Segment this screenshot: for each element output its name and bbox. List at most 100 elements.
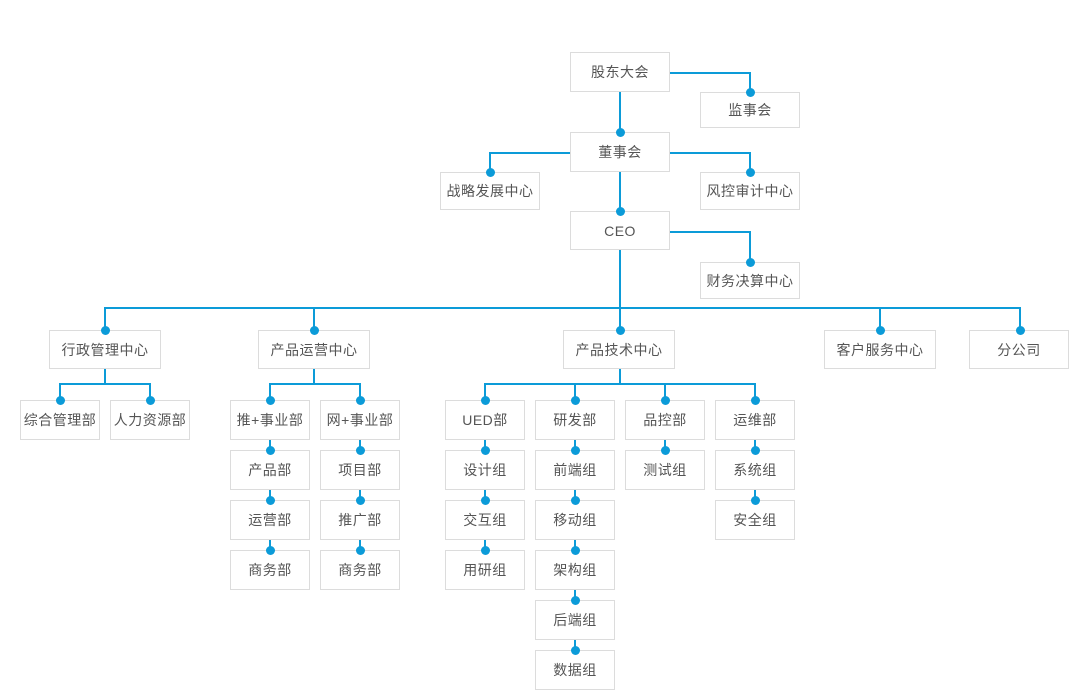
connector-dot	[615, 206, 625, 216]
org-node-n20[interactable]: 商务部	[230, 550, 310, 590]
org-node-n29[interactable]: 系统组	[715, 450, 795, 490]
connector-dot	[615, 325, 625, 335]
connector-line	[489, 152, 491, 172]
connector-line	[749, 72, 751, 92]
connector-line	[269, 383, 360, 385]
connector-line	[269, 383, 271, 400]
connector-line	[104, 307, 106, 330]
connector-dot	[355, 395, 365, 405]
connector-dot	[570, 595, 580, 605]
org-node-n13[interactable]: 人力资源部	[110, 400, 190, 440]
org-node-n5[interactable]: CEO	[570, 211, 670, 250]
connector-line	[574, 440, 576, 450]
connector-dot	[745, 167, 755, 177]
connector-dot	[309, 325, 319, 335]
connector-line	[574, 383, 576, 400]
connector-line	[574, 490, 576, 500]
org-node-n17[interactable]: 项目部	[320, 450, 400, 490]
org-node-n26[interactable]: 设计组	[445, 450, 525, 490]
org-node-n22[interactable]: UED部	[445, 400, 525, 440]
connector-line	[489, 152, 571, 154]
org-node-n24[interactable]: 品控部	[625, 400, 705, 440]
org-node-n25[interactable]: 运维部	[715, 400, 795, 440]
connector-dot	[615, 127, 625, 137]
connector-line	[484, 383, 486, 400]
connector-dot	[265, 395, 275, 405]
connector-line	[59, 383, 61, 400]
connector-line	[619, 250, 621, 307]
connector-dot	[750, 495, 760, 505]
org-node-n10[interactable]: 客户服务中心	[824, 330, 936, 369]
connector-dot	[480, 395, 490, 405]
connector-line	[619, 92, 621, 132]
connector-line	[313, 369, 315, 383]
connector-dot	[355, 495, 365, 505]
connector-dot	[480, 495, 490, 505]
connector-line	[269, 440, 271, 450]
org-node-n15[interactable]: 网+事业部	[320, 400, 400, 440]
connector-line	[754, 440, 756, 450]
connector-line	[619, 369, 621, 383]
connector-dot	[660, 445, 670, 455]
connector-line	[484, 540, 486, 550]
org-node-n3[interactable]: 战略发展中心	[440, 172, 540, 210]
org-node-n8[interactable]: 产品运营中心	[258, 330, 370, 369]
org-node-n14[interactable]: 推+事业部	[230, 400, 310, 440]
org-node-n36[interactable]: 数据组	[535, 650, 615, 690]
connector-line	[749, 231, 751, 262]
org-node-n1[interactable]: 监事会	[700, 92, 800, 128]
org-node-n21[interactable]: 商务部	[320, 550, 400, 590]
connector-line	[749, 152, 751, 172]
connector-line	[670, 72, 751, 74]
connector-line	[754, 383, 756, 400]
org-node-n4[interactable]: 风控审计中心	[700, 172, 800, 210]
org-node-n33[interactable]: 用研组	[445, 550, 525, 590]
org-node-n9[interactable]: 产品技术中心	[563, 330, 675, 369]
connector-dot	[750, 395, 760, 405]
connector-line	[59, 383, 150, 385]
org-node-n19[interactable]: 推广部	[320, 500, 400, 540]
connector-line	[619, 172, 621, 211]
connector-dot	[480, 445, 490, 455]
org-node-n31[interactable]: 移动组	[535, 500, 615, 540]
connector-dot	[1015, 325, 1025, 335]
org-node-n6[interactable]: 财务决算中心	[700, 262, 800, 299]
org-node-n35[interactable]: 后端组	[535, 600, 615, 640]
org-node-n16[interactable]: 产品部	[230, 450, 310, 490]
org-node-n23[interactable]: 研发部	[535, 400, 615, 440]
connector-line	[359, 383, 361, 400]
connector-dot	[570, 645, 580, 655]
connector-line	[574, 540, 576, 550]
org-node-n18[interactable]: 运营部	[230, 500, 310, 540]
connector-dot	[265, 495, 275, 505]
connector-line	[484, 383, 755, 385]
org-node-n32[interactable]: 安全组	[715, 500, 795, 540]
connector-dot	[480, 545, 490, 555]
connector-line	[104, 369, 106, 383]
connector-dot	[570, 495, 580, 505]
org-node-n30[interactable]: 交互组	[445, 500, 525, 540]
org-node-n28[interactable]: 测试组	[625, 450, 705, 490]
connector-line	[269, 490, 271, 500]
org-node-n12[interactable]: 综合管理部	[20, 400, 100, 440]
org-node-n2[interactable]: 董事会	[570, 132, 670, 172]
connector-line	[879, 307, 881, 330]
connector-dot	[570, 545, 580, 555]
connector-dot	[570, 445, 580, 455]
connector-line	[359, 440, 361, 450]
org-node-n11[interactable]: 分公司	[969, 330, 1069, 369]
org-node-n0[interactable]: 股东大会	[570, 52, 670, 92]
connector-dot	[745, 87, 755, 97]
org-node-n34[interactable]: 架构组	[535, 550, 615, 590]
connector-line	[664, 383, 666, 400]
connector-line	[574, 640, 576, 650]
connector-line	[670, 152, 750, 154]
org-node-n7[interactable]: 行政管理中心	[49, 330, 161, 369]
connector-line	[664, 440, 666, 450]
connector-dot	[265, 445, 275, 455]
org-node-n27[interactable]: 前端组	[535, 450, 615, 490]
connector-dot	[265, 545, 275, 555]
connector-line	[484, 490, 486, 500]
connector-dot	[100, 325, 110, 335]
